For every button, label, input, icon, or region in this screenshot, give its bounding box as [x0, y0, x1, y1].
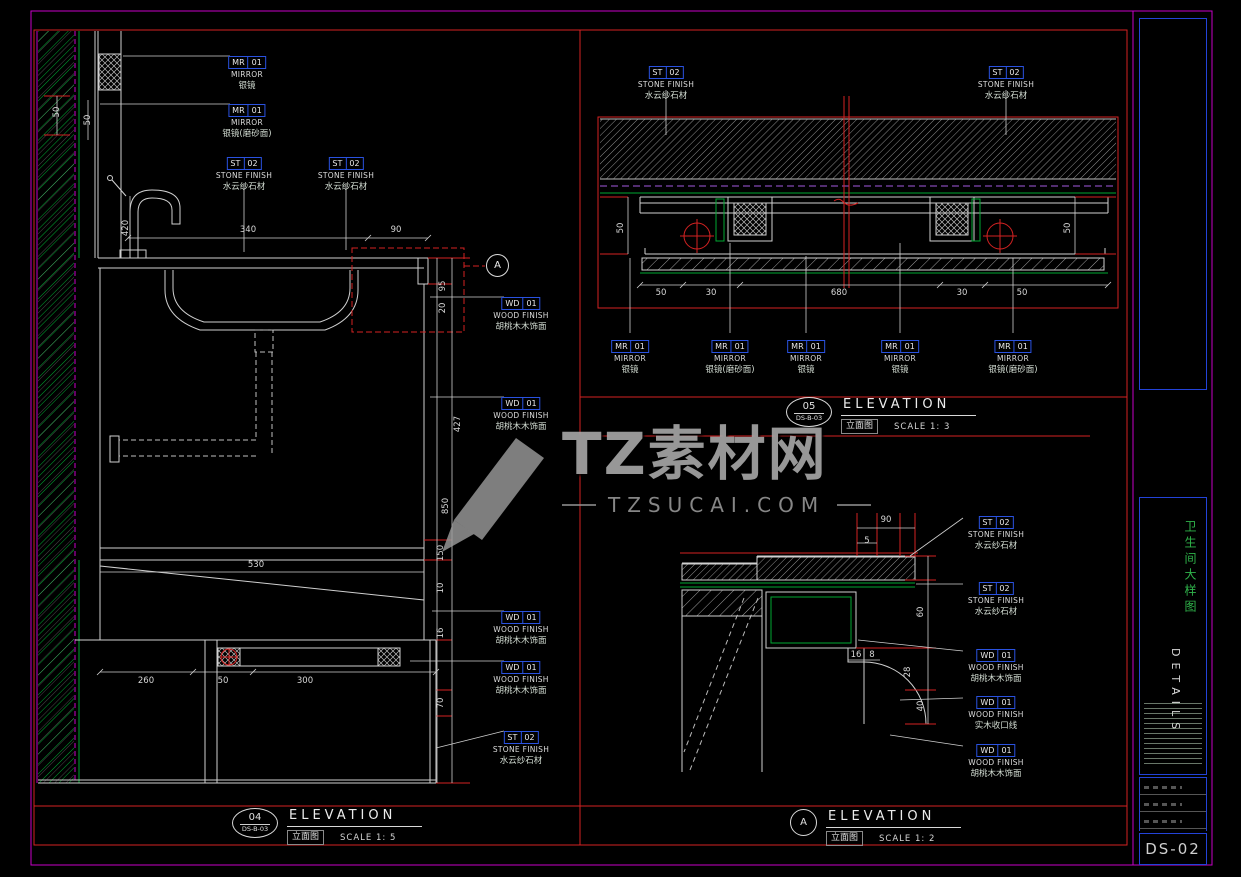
- dimension-text: 340: [239, 225, 257, 235]
- dimension-text: 90: [880, 515, 892, 525]
- dimension-text: 50: [83, 114, 93, 126]
- view-number-bubble: 05 DS-B-03: [786, 397, 832, 427]
- dimension-text: 40: [916, 700, 926, 712]
- title-block-info-box: 卫生间大样图 DETAILS: [1139, 497, 1207, 775]
- dimension-text: 30: [956, 288, 968, 298]
- dimension-text: 260: [137, 676, 155, 686]
- dimension-text: 50: [1016, 288, 1028, 298]
- dimension-text: 50: [616, 222, 626, 234]
- view-title: A ELEVATION 立面图 SCALE 1: 2: [790, 809, 962, 846]
- revision-row: [1140, 778, 1206, 795]
- dimension-text: 28: [903, 666, 913, 678]
- dimension-text: 50: [655, 288, 667, 298]
- dimension-text: 680: [830, 288, 848, 298]
- dimension-text: 530: [247, 560, 265, 570]
- view-scale: SCALE 1: 5: [340, 832, 397, 843]
- view-scale: SCALE 1: 2: [879, 833, 936, 844]
- sheet-number-box: DS-02: [1139, 833, 1207, 865]
- sheet-title-vertical: 卫生间大样图: [1183, 520, 1197, 616]
- dimension-text: 16: [436, 627, 446, 639]
- dimension-text: 50: [1063, 222, 1073, 234]
- dimension-text: 90: [390, 225, 402, 235]
- section-callout-bubble: A: [486, 254, 509, 277]
- view-number-bubble: A: [790, 809, 817, 836]
- dimension-text: 95: [438, 280, 448, 292]
- dimension-text: 300: [296, 676, 314, 686]
- view-title-chinese: 立面图: [826, 831, 864, 846]
- dimension-text: 850: [441, 497, 451, 515]
- view-title-name: ELEVATION: [826, 809, 962, 828]
- view-scale: SCALE 1: 3: [894, 421, 951, 432]
- view-title: 04 DS-B-03 ELEVATION 立面图 SCALE 1: 5: [232, 808, 423, 845]
- view-title-name: ELEVATION: [287, 808, 423, 827]
- dimension-text: 5: [864, 536, 870, 546]
- view-title-chinese: 立面图: [287, 830, 325, 845]
- revision-rows: [1139, 777, 1207, 831]
- title-block: 卫生间大样图 DETAILS DS-02: [1136, 11, 1210, 865]
- title-block-upper-box: [1139, 18, 1207, 390]
- dimension-text: 10: [436, 582, 446, 594]
- dimension-text: 30: [705, 288, 717, 298]
- view-number-bubble: 04 DS-B-03: [232, 808, 278, 838]
- dimension-text: 427: [453, 415, 463, 433]
- dimension-text: 50: [52, 106, 62, 118]
- dimension-text: 20: [438, 302, 448, 314]
- dimension-text: 8: [869, 650, 875, 660]
- view-title: 05 DS-B-03 ELEVATION 立面图 SCALE 1: 3: [786, 397, 977, 434]
- dimension-text: 16: [850, 650, 862, 660]
- dimension-text: 420: [121, 219, 131, 237]
- dimension-text: 150: [436, 544, 446, 562]
- revision-row: [1140, 812, 1206, 829]
- dimension-text: 60: [916, 606, 926, 618]
- revision-row: [1140, 795, 1206, 812]
- notes-block: [1144, 703, 1202, 765]
- dimension-text: 70: [436, 697, 446, 709]
- view-title-name: ELEVATION: [841, 397, 977, 416]
- view-title-chinese: 立面图: [841, 419, 879, 434]
- dimension-text: 50: [217, 676, 229, 686]
- sheet-number: DS-02: [1145, 840, 1201, 858]
